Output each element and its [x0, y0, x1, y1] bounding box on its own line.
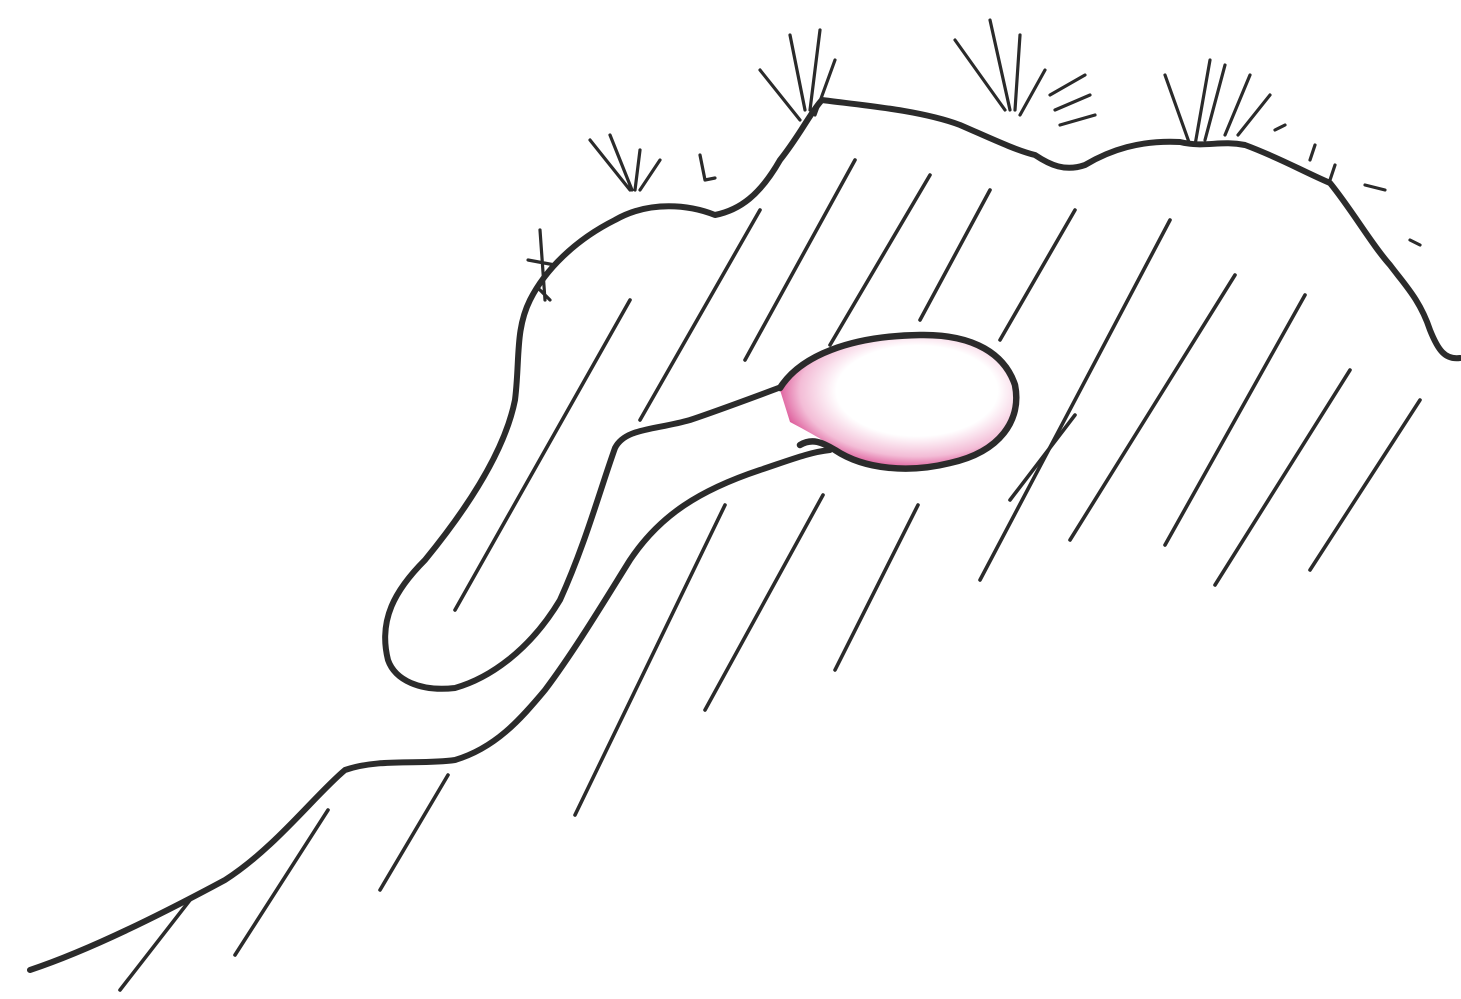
- slope-hatching: [120, 160, 1420, 990]
- ridge-line: [30, 450, 830, 970]
- highlighted-body: [780, 335, 1016, 469]
